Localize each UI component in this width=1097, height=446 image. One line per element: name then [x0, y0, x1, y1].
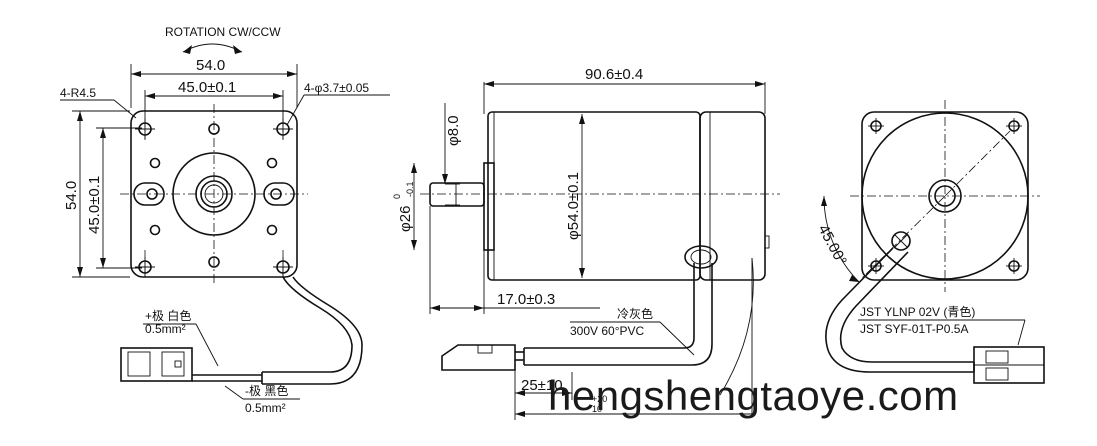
lead-length: 25±10: [521, 377, 563, 394]
cable-spec-label: 300V 60°PVC: [570, 324, 645, 338]
side-cable-upper: [524, 263, 695, 349]
side-boss-tol-upper: 0: [392, 194, 402, 199]
rear-cable-inner: [839, 251, 974, 363]
front-shaft-inner: [200, 180, 228, 208]
front-boss-circle: [172, 152, 256, 236]
side-shaft-length: 17.0±0.3: [497, 291, 555, 308]
left-slot-icon: [133, 182, 165, 206]
side-cable-lower: [524, 263, 713, 366]
connector-terminal-label: JST SYF-01T-P0.5A: [860, 322, 969, 336]
cable-length-tol-upper: +20: [592, 394, 607, 404]
cable-grommet-icon: [684, 245, 718, 269]
side-connector-icon: [441, 344, 516, 371]
corner-mount-hole-icon: [135, 119, 293, 277]
side-motor-body: [487, 111, 701, 281]
rear-angle-label: 45.00°: [814, 222, 849, 268]
positive-lead-size: 0.5mm²: [145, 322, 186, 336]
rotation-arrowhead-left-icon: [183, 45, 192, 54]
rotation-label: ROTATION CW/CCW: [165, 25, 281, 39]
corner-radius-label: 4-R4.5: [60, 86, 96, 100]
negative-lead-label: -极 黑色: [245, 384, 288, 398]
side-boss: [483, 162, 495, 251]
inner-hole-icon: [149, 123, 278, 268]
cable-color-label: 冷灰色: [617, 307, 653, 321]
mount-holes-label: 4-φ3.7±0.05: [304, 81, 369, 95]
side-view: 90.6±0.4 φ8.0 φ26 0 -0.1 φ54.0±0.1: [392, 66, 780, 420]
rear-view: 45.00° JST YLNP 02V (青色) JST SYF-01T-P0.…: [814, 100, 1045, 384]
rotation-arrowhead-right-icon: [233, 45, 242, 54]
front-shaft-outer: [195, 175, 233, 213]
front-cable-inner: [262, 276, 363, 385]
right-slot-icon: [263, 182, 295, 206]
side-end-cap: [699, 111, 766, 281]
angle-arc: [823, 195, 860, 283]
watermark-text: hengshengtaoye.com: [548, 372, 959, 419]
side-shaft: [429, 182, 485, 207]
front-overall-height: 54.0: [63, 181, 80, 210]
front-connector-icon: [120, 347, 193, 382]
cable-length-tol-lower: 10: [592, 404, 602, 414]
negative-lead-size: 0.5mm²: [245, 401, 286, 415]
front-cable-outer: [262, 276, 353, 373]
front-overall-width: 54.0: [196, 57, 225, 74]
connector-housing-label: JST YLNP 02V (青色): [860, 305, 975, 319]
rear-corner-hole-icon: [868, 118, 1022, 274]
positive-lead-label: +极 白色: [145, 308, 191, 323]
front-view: ROTATION CW/CCW 54.0 45.0±0.1 4-R4.5 4-φ…: [60, 25, 390, 415]
side-overall-length: 90.6±0.4: [585, 66, 643, 83]
side-shaft-diameter: φ8.0: [445, 115, 462, 146]
rear-cable-outer: [825, 247, 974, 373]
side-body-diameter: φ54.0±0.1: [565, 172, 582, 240]
front-hole-pitch-height: 45.0±0.1: [86, 176, 103, 234]
rear-grommet-icon: [891, 231, 911, 251]
side-boss-tol-lower: -0.1: [405, 181, 415, 197]
side-boss-diameter: φ26: [397, 206, 414, 232]
front-hole-pitch-width: 45.0±0.1: [178, 79, 236, 96]
